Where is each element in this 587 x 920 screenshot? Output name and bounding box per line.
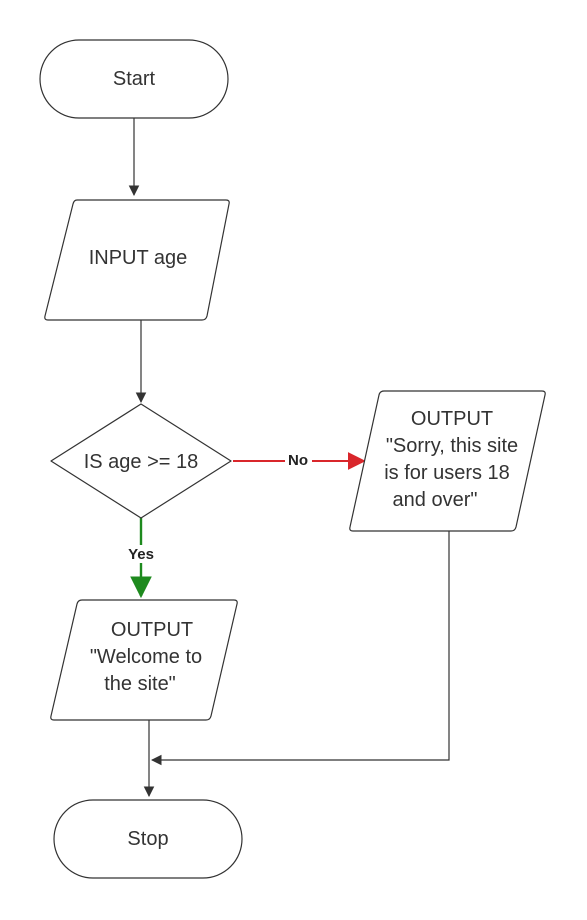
stop-node: Stop [53,799,243,879]
decision-node: IS age >= 18 [50,403,232,519]
connector-output-no-to-stop [150,531,450,766]
output-no-line-2: "Sorry, this site [386,435,518,457]
output-yes-line-2: "Welcome to [90,646,202,668]
output-no-line-1: OUTPUT [411,408,493,430]
stop-node-label: Stop [127,828,168,850]
yes-edge-label: Yes [128,546,154,563]
output-no-line-4: and over" [393,489,478,511]
no-edge-label: No [288,452,308,469]
output-yes-node: OUTPUT "Welcome to the site" [50,599,238,721]
start-node-label: Start [113,68,156,90]
output-yes-line-1: OUTPUT [111,619,193,641]
yes-label-background [124,545,158,563]
input-node-label: INPUT age [89,247,188,269]
no-label-background [285,451,312,469]
output-no-node: OUTPUT "Sorry, this site is for users 18… [349,390,546,532]
input-node: INPUT age [44,199,230,321]
output-no-line-3: is for users 18 [384,462,510,484]
decision-node-label: IS age >= 18 [84,451,199,473]
output-yes-line-3: the site" [104,673,176,695]
start-node: Start [39,39,229,119]
